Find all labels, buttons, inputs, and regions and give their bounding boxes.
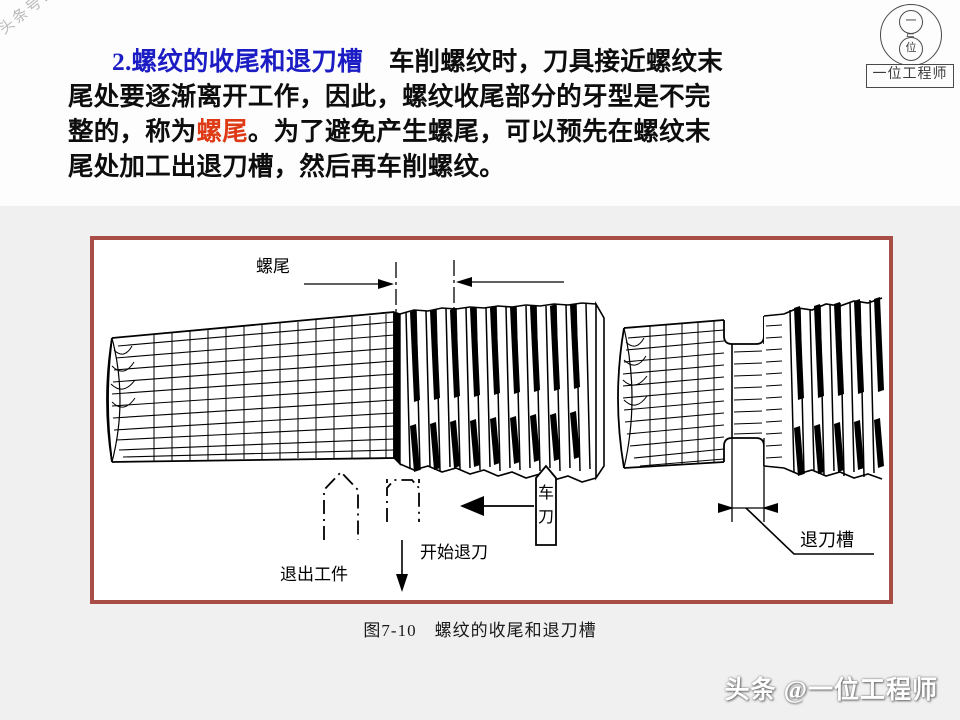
turning-tool-label-char1: 车	[538, 484, 554, 502]
logo-upper-circle-icon: 一	[899, 10, 923, 34]
paragraph-line-4: 尾处加工出退刀槽，然后再车削螺纹。	[68, 149, 828, 184]
brand-logo: 一 与 位 一位工程师	[866, 4, 954, 88]
logo-nameplate: 一位工程师	[866, 64, 954, 88]
bottom-watermark: 头条 @一位工程师	[724, 677, 938, 704]
figure-frame: 螺尾 开始退刀 退出工件 车 刀	[90, 236, 893, 604]
figure-caption: 图7-10 螺纹的收尾和退刀槽	[363, 621, 597, 640]
line2-text: 尾处要逐渐离开工作，因此，螺纹收尾部分的牙型是不完	[68, 82, 711, 111]
tool-positions	[323, 470, 420, 540]
section-heading: 2.螺纹的收尾和退刀槽	[112, 47, 363, 76]
left-bolt-group	[106, 300, 605, 483]
figure-drawing: 螺尾 开始退刀 退出工件 车 刀	[94, 240, 889, 600]
paragraph-line-2: 尾处要逐渐离开工作，因此，螺纹收尾部分的牙型是不完	[68, 79, 828, 114]
highlight-term: 螺尾	[196, 117, 248, 146]
turning-tool	[460, 464, 557, 546]
logo-lower-circle-icon: 位	[899, 37, 923, 61]
retract-arrow	[396, 540, 408, 592]
runout-label: 螺尾	[256, 257, 290, 276]
line3-text-b: 。为了避免产生螺尾，可以预先在螺纹末	[247, 117, 711, 146]
line3-text-a: 整的，称为	[68, 117, 197, 146]
line1-text: 车削螺纹时，刀具接近螺纹末	[388, 47, 723, 76]
paragraph-line-3: 整的，称为螺尾。为了避免产生螺尾，可以预先在螺纹末	[68, 114, 828, 149]
paragraph-line-1: 2.螺纹的收尾和退刀槽车削螺纹时，刀具接近螺纹末	[68, 44, 828, 79]
retract-start-label: 开始退刀	[420, 543, 488, 562]
top-white-band	[0, 0, 960, 206]
right-bolt-group	[617, 297, 884, 480]
groove-label: 退刀槽	[800, 530, 854, 550]
turning-tool-label-char2: 刀	[538, 509, 554, 526]
withdraw-workpiece-label: 退出工件	[280, 565, 348, 584]
runout-dimension	[304, 260, 564, 316]
body-copy: 2.螺纹的收尾和退刀槽车削螺纹时，刀具接近螺纹末 尾处要逐渐离开工作，因此，螺纹…	[68, 44, 828, 184]
line4-text: 尾处加工出退刀槽，然后再车削螺纹。	[68, 152, 505, 181]
groove-dimension	[718, 438, 874, 555]
